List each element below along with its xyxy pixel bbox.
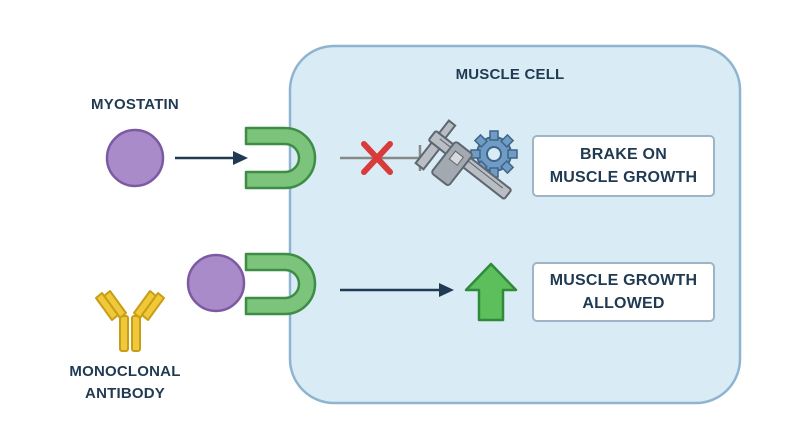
myostatin-label: MYOSTATIN [91,96,179,113]
myostatin-molecule [105,128,165,188]
growth-outcome-line2: ALLOWED [582,295,665,312]
muscle-cell-title: MUSCLE CELL [455,66,565,83]
red-x-icon [361,141,393,175]
bound-myostatin-molecule [186,253,246,313]
brake-outcome-line2: MUSCLE GROWTH [549,169,698,186]
growth-outcome-box: MUSCLE GROWTH ALLOWED [532,262,715,322]
antibody-label-line1: MONOCLONAL [69,363,181,380]
receptor-bottom [244,252,317,316]
antibody-label: MONOCLONAL ANTIBODY [40,361,210,405]
signal-arrow [340,283,454,297]
up-arrow-icon [464,262,518,322]
growth-outcome-line1: MUSCLE GROWTH [549,272,698,289]
muscle-cell [288,44,742,405]
binding-arrow [175,151,248,165]
brake-outcome-line1: BRAKE ON [580,146,667,163]
brake-outcome-box: BRAKE ON MUSCLE GROWTH [532,135,715,197]
antibody-icon [95,290,165,352]
caliper-gear-icon [414,119,518,200]
antibody-label-line2: ANTIBODY [85,385,165,402]
receptor-top [244,126,317,190]
